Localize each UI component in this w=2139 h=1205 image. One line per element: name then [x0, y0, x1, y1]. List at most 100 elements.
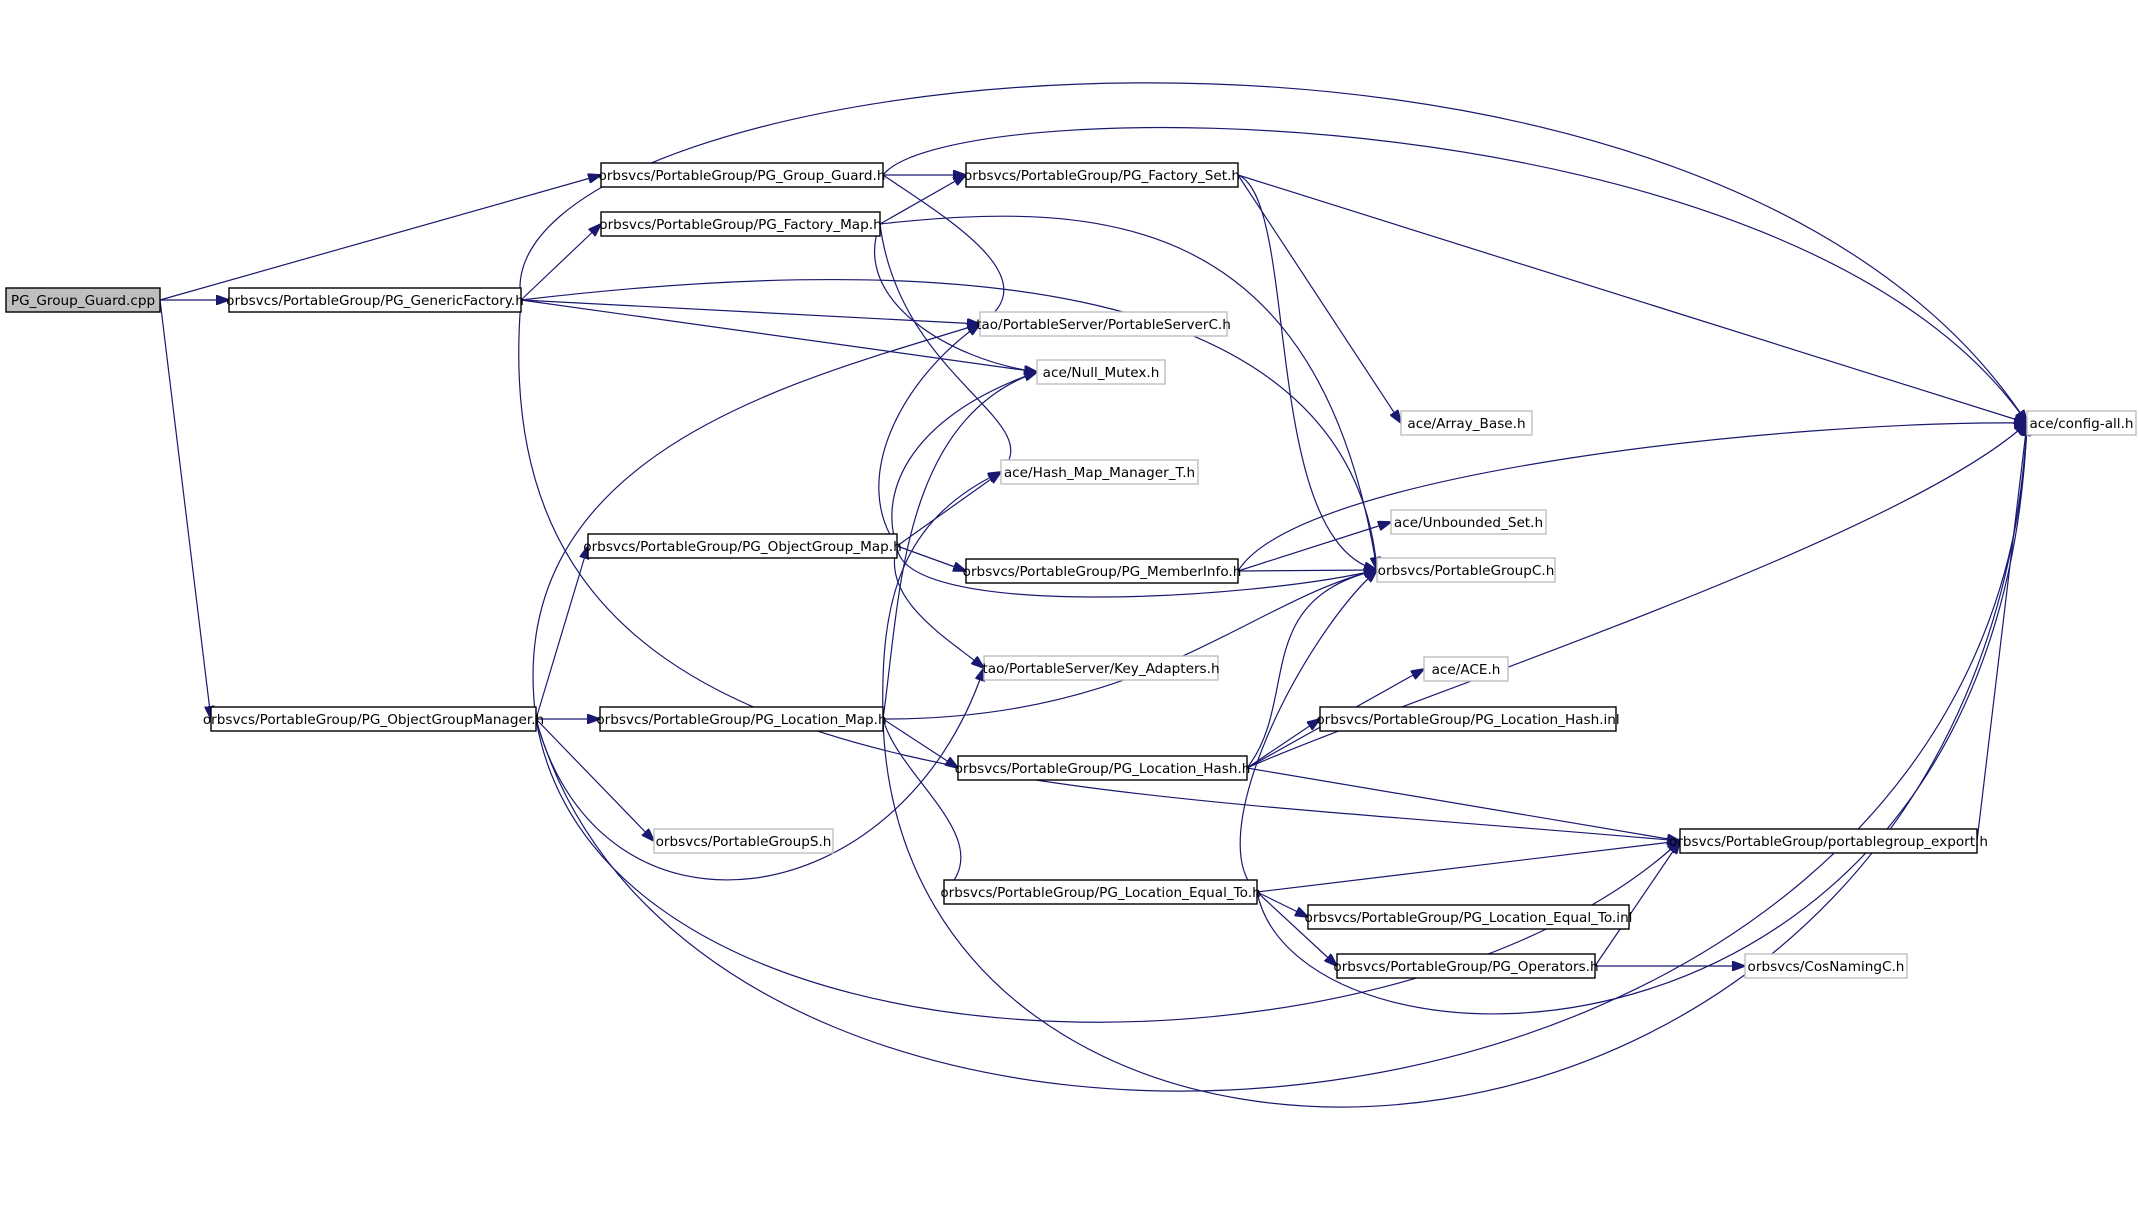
node-n4[interactable]: orbsvcs/PortableGroup/PG_Factory_Map.h: [599, 211, 882, 237]
node-box[interactable]: [1400, 410, 1533, 436]
node-label: orbsvcs/PortableGroup/PG_Operators.h: [1333, 959, 1598, 975]
node-box[interactable]: [1319, 706, 1617, 732]
node-n8[interactable]: orbsvcs/PortableGroup/PG_Factory_Set.h: [964, 162, 1240, 188]
node-label: orbsvcs/PortableGroup/PG_MemberInfo.h: [963, 564, 1242, 580]
node-box[interactable]: [599, 706, 884, 732]
node-n24[interactable]: orbsvcs/CosNamingC.h: [1744, 953, 1908, 979]
node-n20[interactable]: ace/ACE.h: [1423, 656, 1509, 682]
edge-n12-to-n18: [1237, 522, 1391, 572]
node-box[interactable]: [1423, 656, 1509, 682]
node-box[interactable]: [1744, 953, 1908, 979]
node-box[interactable]: [943, 879, 1258, 905]
node-label: ace/config-all.h: [2029, 416, 2133, 432]
node-box[interactable]: [957, 755, 1248, 781]
node-label: ace/Array_Base.h: [1407, 416, 1525, 432]
node-n25[interactable]: ace/config-all.h: [2026, 410, 2137, 436]
node-n6[interactable]: orbsvcs/PortableGroup/PG_Location_Map.h: [596, 706, 887, 732]
node-n11[interactable]: ace/Hash_Map_Manager_T.h: [1000, 459, 1199, 485]
node-box[interactable]: [600, 211, 881, 237]
node-box[interactable]: [1390, 509, 1547, 535]
edge-n5-to-n10: [891, 372, 1037, 547]
edge-n8-to-n17: [1237, 174, 1401, 423]
edge-n2-to-n7: [535, 718, 654, 841]
edge-n14-to-n25: [1246, 423, 2027, 769]
node-n15[interactable]: orbsvcs/PortableGroup/PG_Location_Equal_…: [940, 879, 1261, 905]
node-box[interactable]: [1376, 557, 1556, 583]
node-box[interactable]: [1679, 828, 1978, 854]
edge-n1-to-n4: [520, 224, 601, 301]
node-label: tao/PortableServer/Key_Adapters.h: [982, 661, 1219, 677]
edge-n5-to-n11: [896, 472, 1001, 547]
node-box[interactable]: [965, 558, 1239, 584]
node-label: tao/PortableServer/PortableServerC.h: [976, 317, 1231, 333]
edge-n8-to-n19: [1237, 174, 1377, 570]
edge-n6-to-n19: [882, 570, 1377, 720]
node-label: orbsvcs/PortableGroup/PG_Location_Hash.i…: [1316, 712, 1619, 728]
node-label: orbsvcs/PortableGroup/PG_Location_Equal_…: [1305, 910, 1633, 926]
edge-n5-to-n12: [896, 545, 966, 571]
node-n2[interactable]: orbsvcs/PortableGroup/PG_ObjectGroupMana…: [203, 706, 544, 732]
node-n17[interactable]: ace/Array_Base.h: [1400, 410, 1533, 436]
node-n3[interactable]: orbsvcs/PortableGroup/PG_Group_Guard.h: [599, 162, 886, 188]
node-label: orbsvcs/PortableGroup/PG_Location_Hash.h: [955, 761, 1251, 777]
node-n9[interactable]: tao/PortableServer/PortableServerC.h: [976, 311, 1231, 337]
edge-n12-to-n19: [1237, 570, 1377, 571]
node-box[interactable]: [653, 828, 834, 854]
node-label: PG_Group_Guard.cpp: [11, 293, 155, 309]
node-label: orbsvcs/PortableGroup/PG_Factory_Map.h: [599, 217, 881, 233]
node-n16[interactable]: orbsvcs/PortableGroup/PG_Operators.h: [1333, 953, 1599, 979]
node-label: ace/Null_Mutex.h: [1043, 365, 1160, 381]
node-box[interactable]: [1336, 953, 1596, 979]
node-label: orbsvcs/PortableGroupS.h: [656, 834, 832, 850]
edge-n2-to-n13: [535, 668, 984, 881]
node-box[interactable]: [5, 287, 161, 313]
edge-n15-to-n22: [1256, 841, 1680, 893]
node-box[interactable]: [2026, 410, 2137, 436]
edge-n14-to-n22: [1246, 767, 1680, 841]
node-box[interactable]: [965, 162, 1239, 188]
edge-n3-to-n25: [882, 126, 2027, 423]
edge-n5-to-n19: [896, 545, 1377, 598]
node-box[interactable]: [587, 533, 898, 559]
nodes-layer: PG_Group_Guard.cpp orbsvcs/PortableGroup/…: [5, 162, 2137, 979]
node-n7[interactable]: orbsvcs/PortableGroupS.h: [653, 828, 834, 854]
edge-n2-to-n25: [535, 423, 2027, 1092]
node-label: orbsvcs/PortableGroup/PG_Location_Map.h: [596, 712, 886, 728]
node-box[interactable]: [1000, 459, 1199, 485]
edge-n2-to-n5: [535, 546, 588, 720]
node-label: ace/Unbounded_Set.h: [1394, 515, 1543, 531]
edge-n4-to-n10: [873, 223, 1037, 372]
node-box[interactable]: [1036, 359, 1166, 385]
node-n1[interactable]: orbsvcs/PortableGroup/PG_GenericFactory.…: [226, 287, 524, 313]
edge-n6-to-n15: [882, 718, 962, 892]
node-n14[interactable]: orbsvcs/PortableGroup/PG_Location_Hash.h: [955, 755, 1251, 781]
node-box[interactable]: [210, 706, 537, 732]
node-n12[interactable]: orbsvcs/PortableGroup/PG_MemberInfo.h: [963, 558, 1242, 584]
node-box[interactable]: [228, 287, 522, 313]
node-box[interactable]: [600, 162, 884, 188]
node-n18[interactable]: ace/Unbounded_Set.h: [1390, 509, 1547, 535]
node-n13[interactable]: tao/PortableServer/Key_Adapters.h: [982, 655, 1220, 681]
edge-n15-to-n23: [1256, 891, 1308, 917]
edge-n15-to-n25: [1256, 423, 2027, 1015]
node-label: orbsvcs/PortableGroup/PG_ObjectGroup_Map…: [583, 539, 901, 555]
node-label: orbsvcs/PortableGroup/PG_Factory_Set.h: [964, 168, 1240, 184]
node-n19[interactable]: orbsvcs/PortableGroupC.h: [1376, 557, 1556, 583]
edge-n5-to-n13: [894, 545, 984, 668]
node-label: orbsvcs/PortableGroupC.h: [1378, 563, 1555, 579]
edge-n6-to-n10: [882, 372, 1037, 720]
node-n22[interactable]: orbsvcs/PortableGroup/portablegroup_expo…: [1669, 828, 1988, 854]
edge-n4-to-n19: [879, 215, 1377, 570]
node-n21[interactable]: orbsvcs/PortableGroup/PG_Location_Hash.i…: [1316, 706, 1620, 732]
node-n10[interactable]: ace/Null_Mutex.h: [1036, 359, 1166, 385]
node-n5[interactable]: orbsvcs/PortableGroup/PG_ObjectGroup_Map…: [583, 533, 902, 559]
node-box[interactable]: [979, 311, 1228, 337]
edge-n5-to-n9: [878, 324, 980, 547]
edge-n12-to-n25: [1237, 423, 2027, 572]
node-n0[interactable]: PG_Group_Guard.cpp: [5, 287, 161, 313]
edge-n1-to-n19: [520, 278, 1377, 570]
node-box[interactable]: [983, 655, 1219, 681]
node-box[interactable]: [1307, 904, 1630, 930]
node-n23[interactable]: orbsvcs/PortableGroup/PG_Location_Equal_…: [1305, 904, 1633, 930]
